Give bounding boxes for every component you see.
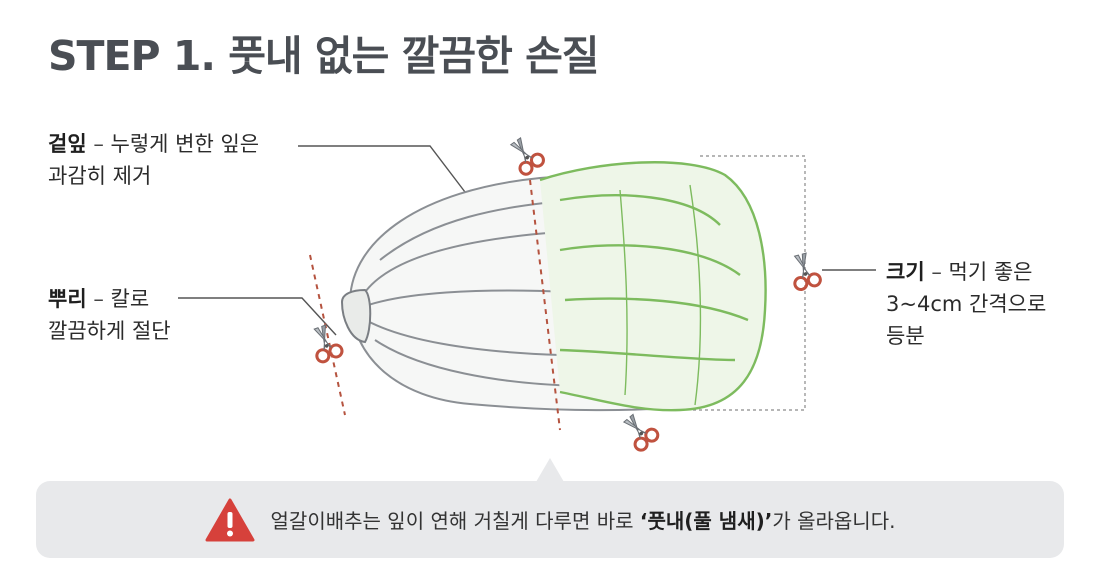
outer-leaves-desc-line2: 과감히 제거: [48, 164, 152, 188]
label-dash: –: [924, 260, 949, 284]
size-bracket: [690, 155, 806, 411]
warning-text-emphasis: ‘풋내(풀 냄새)’: [639, 509, 773, 533]
outer-leaves-desc-line1: 누렇게 변한 잎은: [110, 132, 260, 156]
root-label: 뿌리 – 칼로 깔끔하게 절단: [48, 283, 171, 347]
root-term: 뿌리: [48, 287, 87, 311]
scissors-icon: [306, 321, 346, 365]
size-label: 크기 – 먹기 좋은 3~4cm 간격으로 등분: [886, 256, 1046, 352]
root-desc-line1: 칼로: [110, 287, 150, 311]
size-desc-line1: 먹기 좋은: [948, 260, 1033, 284]
scissors-icon: [616, 408, 662, 455]
scissors-icon: [786, 249, 824, 293]
root-desc-line2: 깔끔하게 절단: [48, 319, 171, 343]
warning-text-end: 가 올라옵니다.: [772, 509, 896, 533]
page-title: STEP 1. 풋내 없는 깔끔한 손질: [48, 32, 600, 80]
middle-cut-line: [529, 179, 561, 431]
warning-icon: [205, 498, 255, 541]
outer-leaves-label: 겉잎 – 누렇게 변한 잎은 과감히 제거: [48, 128, 259, 192]
scissors-icon: [503, 132, 548, 179]
size-desc-line2: 3~4cm 간격으로: [886, 292, 1047, 316]
label-dash: –: [86, 132, 111, 156]
note-pointer: [536, 458, 564, 482]
warning-note: 얼갈이배추는 잎이 연해 거칠게 다루면 바로 ‘풋내(풀 냄새)’가 올라옵니…: [36, 481, 1064, 558]
size-term: 크기: [886, 260, 925, 284]
outer-leaves-term: 겉잎: [48, 132, 87, 156]
root-stub: [340, 288, 372, 344]
size-desc-line3: 등분: [886, 324, 925, 348]
root-leader: [178, 297, 337, 336]
outer-leaves-leader: [298, 145, 466, 193]
warning-text: 얼갈이배추는 잎이 연해 거칠게 다루면 바로 ‘풋내(풀 냄새)’가 올라옵니…: [271, 505, 896, 534]
label-dash: –: [86, 287, 111, 311]
leafy-top: [539, 161, 767, 412]
root-cut-line: [309, 254, 346, 416]
warning-text-main: 얼갈이배추는 잎이 연해 거칠게 다루면 바로: [270, 509, 640, 533]
